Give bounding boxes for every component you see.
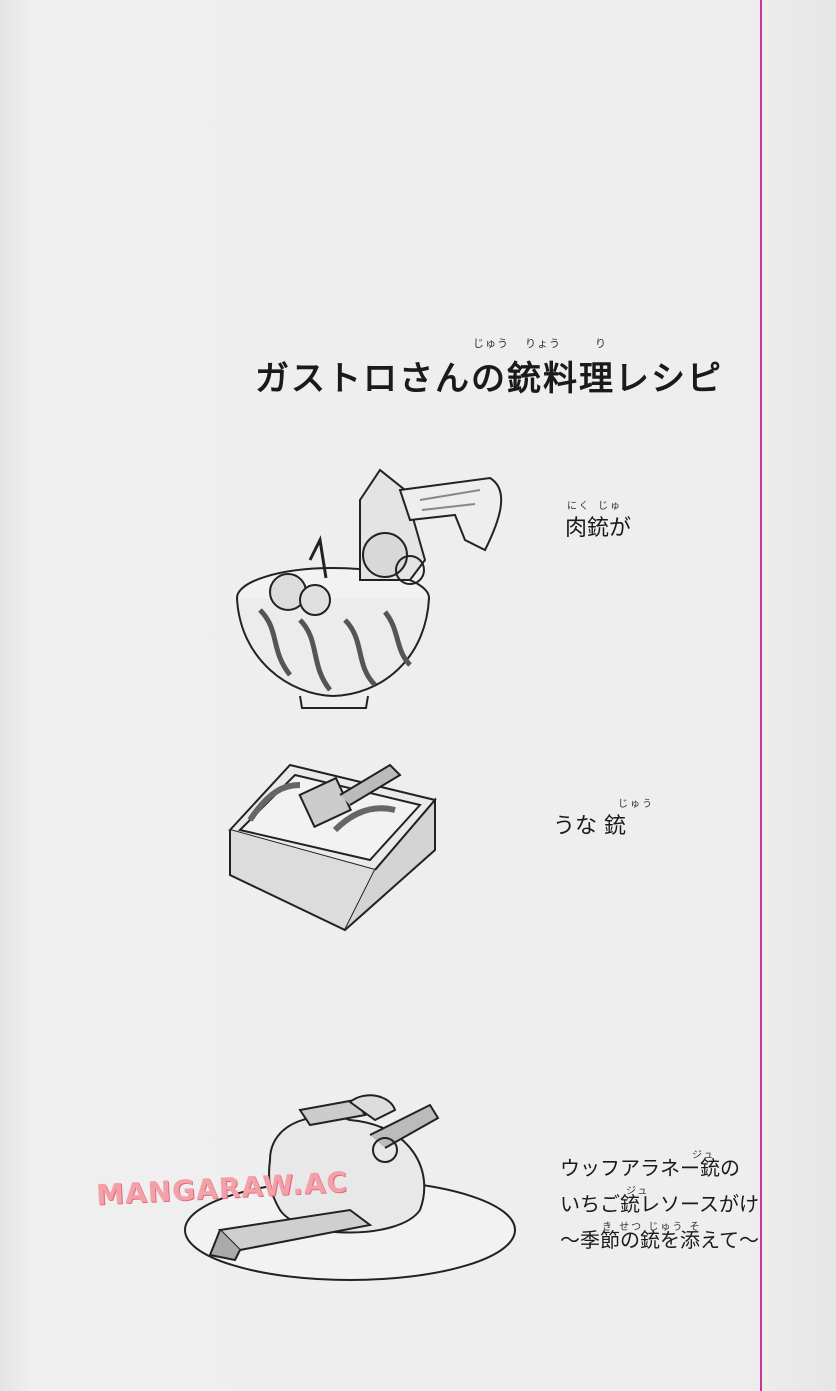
title-furigana-2: りょう [525,337,561,350]
dish3-label: ジュ ウッフアラネー銃の ジュ いちご銃レソースがけ き せつ じゅう そ 〜季… [560,1150,759,1258]
dish3-line3-text: 〜季節の銃を添えて〜 [560,1228,759,1252]
dish3-line3-furigana: き せつ じゅう そ [602,1222,702,1233]
dish3-line2-text: いちご銃レソースがけ [560,1192,759,1216]
gun-in-bowl-illustration [236,468,503,709]
gun-on-box-illustration [228,763,437,932]
dish1-furigana-2: じゅ [598,501,622,512]
title-furigana-1: じゅう [473,337,509,350]
margin-line [760,0,762,1391]
dish3-line2-furigana: ジュ [626,1186,650,1197]
title-furigana-3: り [595,337,607,350]
dish3-line-2: ジュ いちご銃レソースがけ [560,1186,759,1222]
dish3-line1-furigana: ジュ [692,1150,716,1161]
guns-on-plate-illustration [184,1094,516,1281]
dish1-furigana-1: にく [567,501,591,512]
dish1-label: 肉銃が [565,516,632,541]
dish3-line1-text: ウッフアラネー銃の [560,1156,740,1180]
page-title: ガストロさんの銃料理レシピ [255,359,723,399]
dish2-furigana: じゅう [618,799,654,810]
dish3-line-1: ジュ ウッフアラネー銃の [560,1150,759,1186]
dish2-label: うな 銃 [553,814,626,839]
dish3-line-3: き せつ じゅう そ 〜季節の銃を添えて〜 [560,1222,759,1258]
